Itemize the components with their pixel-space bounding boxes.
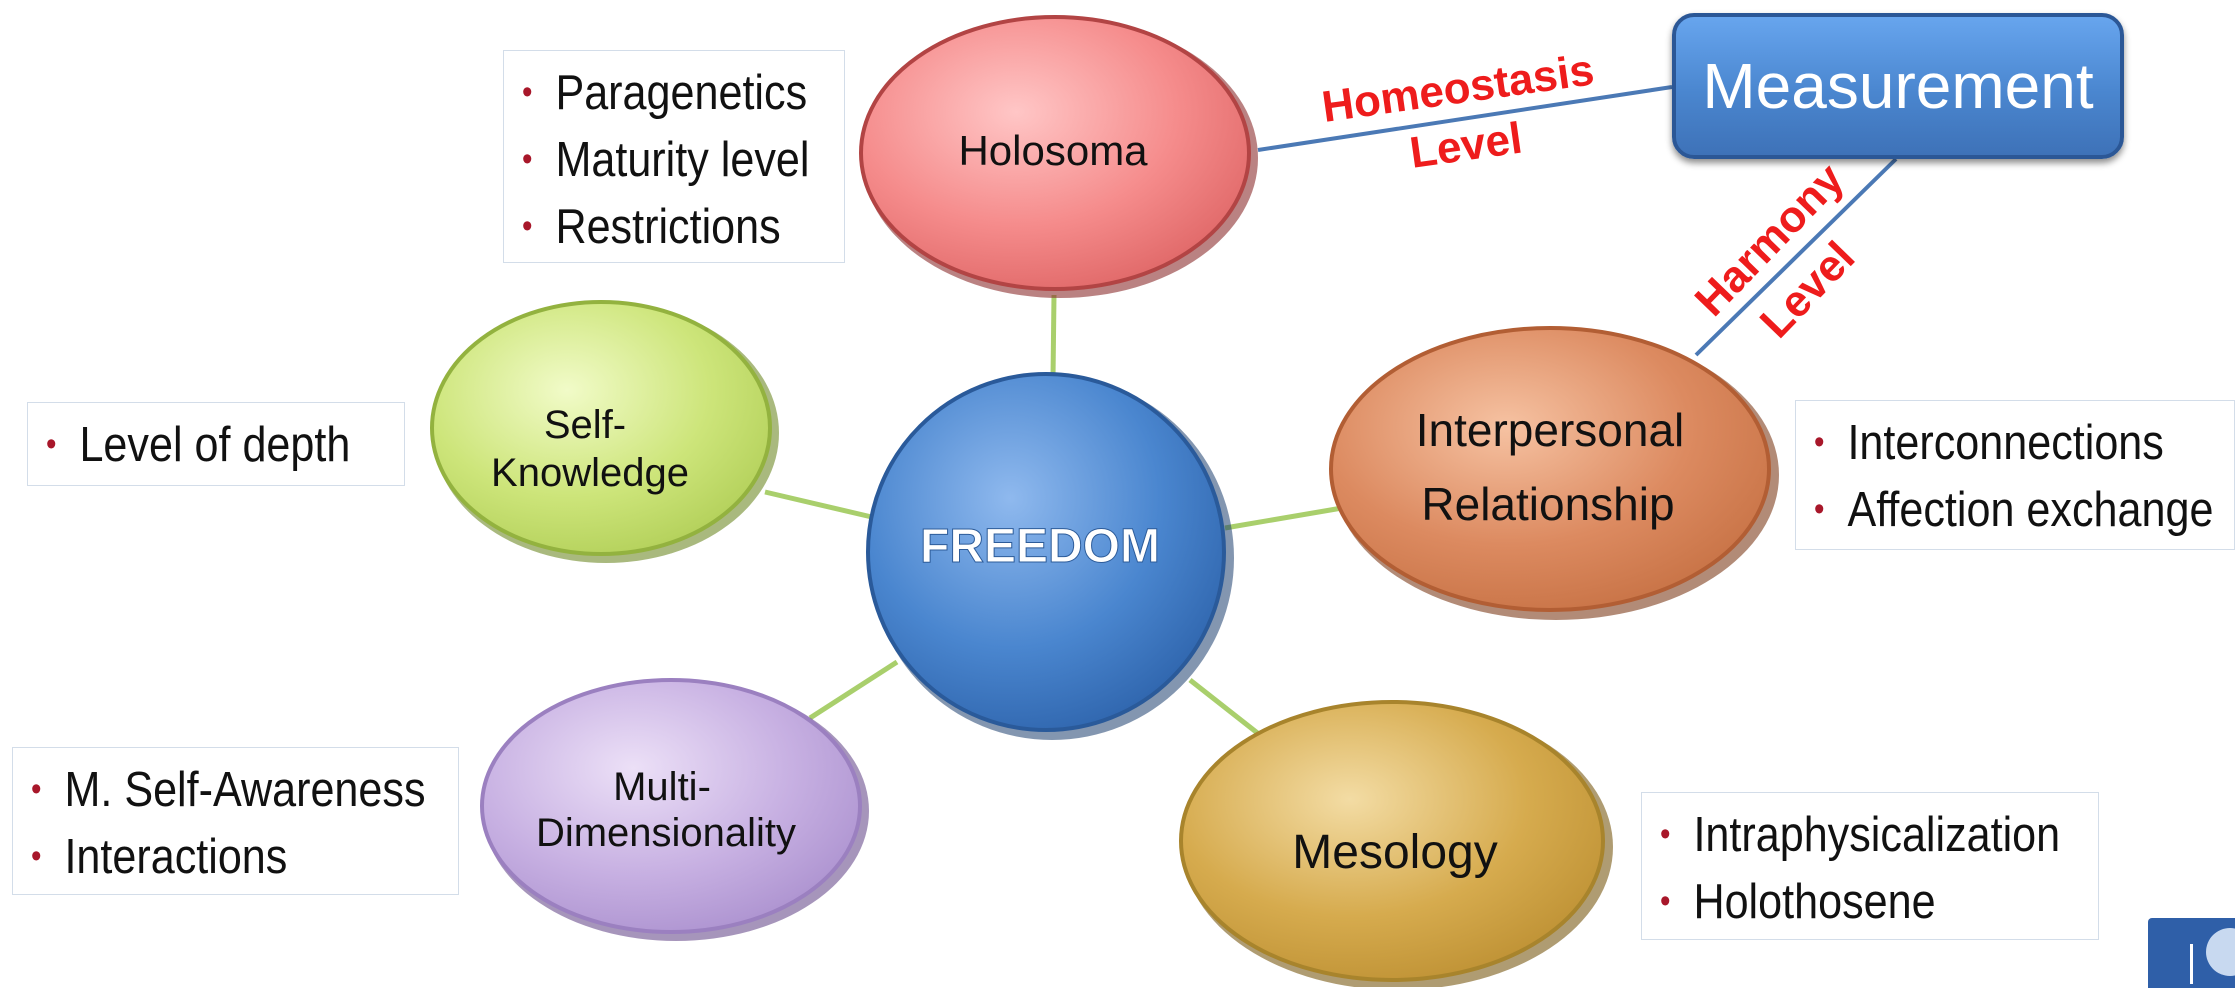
interpersonal-bullets: Interconnections Affection exchange <box>1795 400 2235 550</box>
connector-homeostasis <box>1257 85 1673 152</box>
mesology-bullets: Intraphysicalization Holothosene <box>1641 792 2099 940</box>
freedom-label: FREEDOM <box>920 520 1160 573</box>
multi-dimensionality-node: Multi- Dimensionality <box>480 678 869 941</box>
interpersonal-node: Interpersonal Relationship <box>1329 326 1779 620</box>
measurement-box: Measurement <box>1672 13 2124 159</box>
self-knowledge-label-line2: Knowledge <box>491 451 689 495</box>
bullet-item: Restrictions <box>522 195 788 262</box>
self-knowledge-label-line1: Self- <box>544 403 626 447</box>
holosoma-node: Holosoma <box>859 15 1258 298</box>
self-knowledge-node: Self- Knowledge <box>430 300 779 563</box>
connector-mesology <box>1188 678 1262 737</box>
interpersonal-label-line2: Relationship <box>1421 478 1674 530</box>
bullet-item: Affection exchange <box>1814 478 2213 545</box>
self-knowledge-bullets: Level of depth <box>27 402 405 486</box>
globe-icon <box>2206 928 2235 976</box>
mesology-label: Mesology <box>1292 826 1497 879</box>
freedom-node: FREEDOM <box>866 372 1234 740</box>
bullet-item: M. Self-Awareness <box>31 758 425 825</box>
holosoma-bullets: Paragenetics Maturity level Restrictions <box>503 50 845 263</box>
holosoma-label: Holosoma <box>958 127 1148 174</box>
interpersonal-label-line1: Interpersonal <box>1416 404 1685 456</box>
connector-self-knowledge <box>764 489 877 521</box>
multi-label-line2: Dimensionality <box>536 811 796 855</box>
mesology-node: Mesology <box>1179 700 1613 987</box>
bullet-item: Interactions <box>31 825 389 892</box>
bullet-item: Maturity level <box>522 128 809 195</box>
bullet-item: Intraphysicalization <box>1660 803 2060 870</box>
bullet-item: Level of depth <box>46 413 350 480</box>
connector-multi <box>808 659 899 721</box>
bullet-item: Interconnections <box>1814 411 2166 478</box>
connector-interpersonal <box>1224 505 1343 531</box>
multi-label-line1: Multi- <box>613 765 711 809</box>
connector-harmony <box>1694 157 1898 357</box>
mast-icon <box>2190 944 2193 984</box>
multi-dimensionality-bullets: M. Self-Awareness Interactions <box>12 747 459 895</box>
bullet-item: Holothosene <box>1660 870 2028 937</box>
connector-holosoma <box>1050 294 1057 379</box>
measurement-label: Measurement <box>1702 50 2094 122</box>
corner-logo <box>2148 918 2235 988</box>
bullet-item: Paragenetics <box>522 61 807 128</box>
